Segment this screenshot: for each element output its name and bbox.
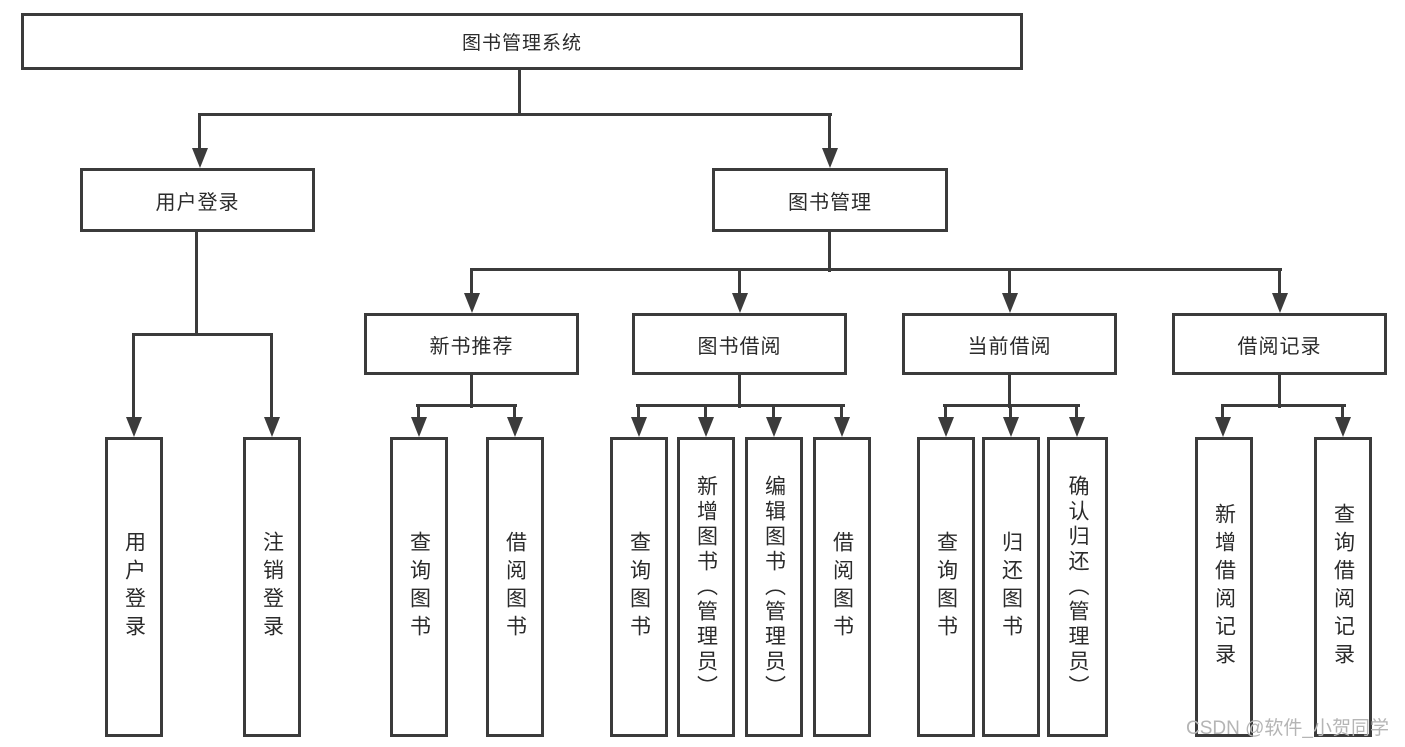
connector-modules-bar — [470, 268, 1282, 271]
connector-g5-drop-1 — [1221, 406, 1224, 419]
connector-g3-stub — [738, 375, 741, 408]
connector-g5-stub — [1278, 375, 1281, 408]
connector-g4-drop-2 — [1009, 406, 1012, 419]
connector-drop-borrow-records — [1278, 270, 1281, 295]
connector-g4-stub — [1008, 375, 1011, 408]
connector-drop-new-book — [470, 270, 473, 295]
connector-g2-bar — [416, 404, 517, 407]
connector-drop-leaf-logout — [270, 335, 273, 419]
leaf-borrowing-query-books: 查询图书 — [610, 437, 668, 737]
connector-g2-drop-1 — [417, 406, 420, 419]
connector-g3-bar — [636, 404, 845, 407]
arrow-g3-leaf4-icon — [834, 417, 850, 437]
node-current-borrowing: 当前借阅 — [902, 313, 1117, 375]
arrow-to-book-borrow-icon — [732, 293, 748, 313]
leaf-query-borrow-record: 查询借阅记录 — [1314, 437, 1372, 737]
arrow-g2-leaf2-icon — [507, 417, 523, 437]
connector-root-trunk — [518, 70, 521, 115]
connector-g5-bar — [1221, 404, 1346, 407]
connector-drop-book-borrow — [738, 270, 741, 295]
arrow-to-leaf-user-login-icon — [126, 417, 142, 437]
arrow-to-borrow-records-icon — [1272, 293, 1288, 313]
arrow-g3-leaf3-icon — [766, 417, 782, 437]
arrow-to-book-management-icon — [822, 148, 838, 168]
connector-drop-leaf-user-login — [132, 335, 135, 419]
connector-management-trunk — [828, 232, 831, 272]
leaf-confirm-return-admin: 确认归还（管理员） — [1047, 437, 1108, 737]
node-new-book-recommendation: 新书推荐 — [364, 313, 579, 375]
node-user-login: 用户登录 — [80, 168, 315, 232]
connector-drop-user-login — [198, 115, 201, 150]
node-book-borrowing: 图书借阅 — [632, 313, 847, 375]
arrow-g5-leaf1-icon — [1215, 417, 1231, 437]
connector-g4-drop-3 — [1075, 406, 1078, 419]
arrow-g4-leaf1-icon — [938, 417, 954, 437]
connector-login-trunk — [195, 232, 198, 335]
leaf-return-books: 归还图书 — [982, 437, 1040, 737]
arrow-to-current-borrow-icon — [1002, 293, 1018, 313]
connector-level2-bar — [198, 113, 832, 116]
arrow-g2-leaf1-icon — [411, 417, 427, 437]
connector-g3-drop-1 — [637, 406, 640, 419]
leaf-borrowing-borrow-books: 借阅图书 — [813, 437, 871, 737]
node-book-management: 图书管理 — [712, 168, 948, 232]
arrow-to-new-book-icon — [464, 293, 480, 313]
arrow-g5-leaf2-icon — [1335, 417, 1351, 437]
connector-g2-stub — [470, 375, 473, 408]
connector-g4-bar — [943, 404, 1080, 407]
leaf-add-borrow-record: 新增借阅记录 — [1195, 437, 1253, 737]
connector-login-bar — [132, 333, 273, 336]
arrow-to-user-login-icon — [192, 148, 208, 168]
connector-g5-drop-2 — [1341, 406, 1344, 419]
arrow-g3-leaf1-icon — [631, 417, 647, 437]
leaf-recommend-borrow-books: 借阅图书 — [486, 437, 544, 737]
watermark: CSDN @软件_小贺同学 — [1186, 718, 1389, 739]
connector-drop-current-borrow — [1008, 270, 1011, 295]
arrow-g4-leaf3-icon — [1069, 417, 1085, 437]
connector-g3-drop-3 — [772, 406, 775, 419]
node-borrowing-records: 借阅记录 — [1172, 313, 1387, 375]
arrow-g4-leaf2-icon — [1003, 417, 1019, 437]
leaf-current-query-books: 查询图书 — [917, 437, 975, 737]
leaf-add-books-admin: 新增图书（管理员） — [677, 437, 735, 737]
leaf-user-login: 用户登录 — [105, 437, 163, 737]
arrow-to-leaf-logout-icon — [264, 417, 280, 437]
leaf-recommend-query-books: 查询图书 — [390, 437, 448, 737]
connector-g3-drop-4 — [840, 406, 843, 419]
node-library-management-system: 图书管理系统 — [21, 13, 1023, 70]
leaf-logout: 注销登录 — [243, 437, 301, 737]
arrow-g3-leaf2-icon — [698, 417, 714, 437]
connector-g2-drop-2 — [513, 406, 516, 419]
connector-drop-book-management — [828, 115, 831, 150]
connector-g3-drop-2 — [704, 406, 707, 419]
leaf-edit-books-admin: 编辑图书（管理员） — [745, 437, 803, 737]
connector-g4-drop-1 — [944, 406, 947, 419]
